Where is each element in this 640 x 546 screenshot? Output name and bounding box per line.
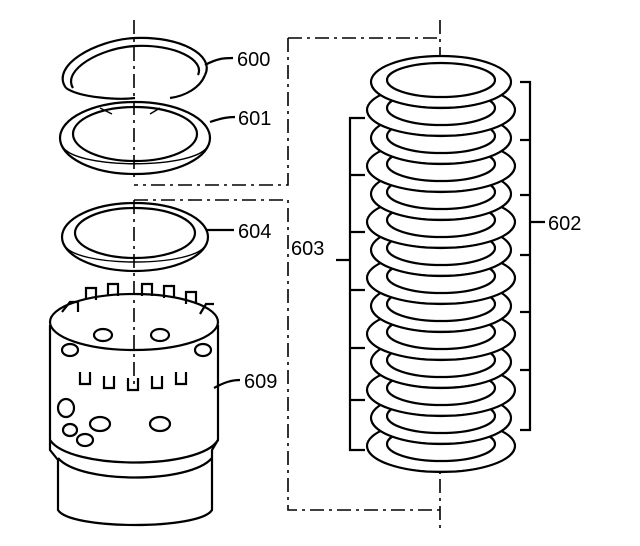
clutch-plate-stack — [365, 54, 517, 474]
bracket-602 — [520, 80, 545, 432]
label-604: 604 — [238, 221, 271, 243]
plate-604 — [60, 201, 210, 273]
leader-upper-box — [134, 38, 289, 186]
label-603: 603 — [291, 238, 324, 260]
label-601: 601 — [238, 108, 271, 130]
clutch-hub-609 — [48, 282, 220, 527]
bracket-603 — [336, 116, 365, 452]
leader-lower-box — [134, 199, 440, 511]
leader-601 — [209, 115, 236, 124]
leader-609 — [213, 378, 241, 389]
leader-600 — [204, 56, 234, 66]
label-600: 600 — [237, 49, 270, 71]
label-602: 602 — [548, 213, 581, 235]
label-609: 609 — [244, 371, 277, 393]
clutch-plate — [369, 54, 513, 110]
backing-plate-601 — [58, 100, 212, 176]
